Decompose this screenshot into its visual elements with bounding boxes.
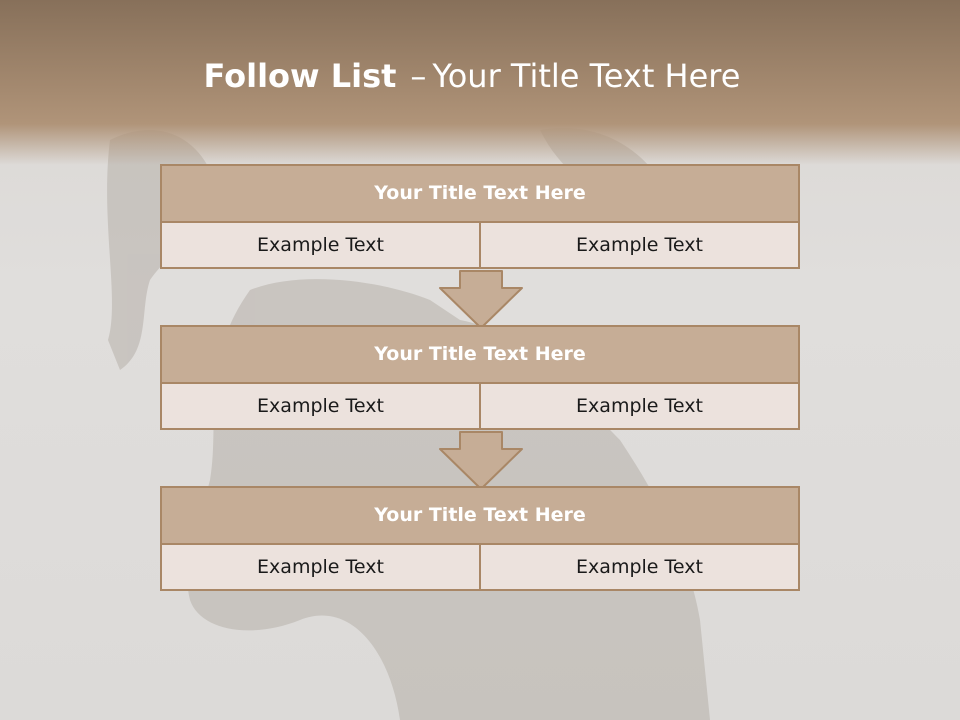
step-title: Your Title Text Here xyxy=(162,166,798,223)
down-arrow-icon xyxy=(439,270,523,329)
title-bold-part: Follow List xyxy=(203,57,397,95)
slide-title: Follow List–Your Title Text Here xyxy=(0,52,944,100)
step-title: Your Title Text Here xyxy=(162,488,798,545)
title-separator: – xyxy=(410,57,427,95)
step-box-2: Your Title Text Here Example Text Exampl… xyxy=(160,325,800,430)
step-cell-right: Example Text xyxy=(479,384,798,428)
step-row: Example Text Example Text xyxy=(162,384,798,428)
step-row: Example Text Example Text xyxy=(162,223,798,267)
step-row: Example Text Example Text xyxy=(162,545,798,589)
title-rest-part: Your Title Text Here xyxy=(432,57,741,95)
step-box-3: Your Title Text Here Example Text Exampl… xyxy=(160,486,800,591)
step-cell-left: Example Text xyxy=(162,384,479,428)
step-cell-right: Example Text xyxy=(479,223,798,267)
header-band xyxy=(0,0,960,165)
step-cell-left: Example Text xyxy=(162,545,479,589)
step-cell-right: Example Text xyxy=(479,545,798,589)
step-title: Your Title Text Here xyxy=(162,327,798,384)
step-box-1: Your Title Text Here Example Text Exampl… xyxy=(160,164,800,269)
down-arrow-icon xyxy=(439,431,523,490)
step-cell-left: Example Text xyxy=(162,223,479,267)
